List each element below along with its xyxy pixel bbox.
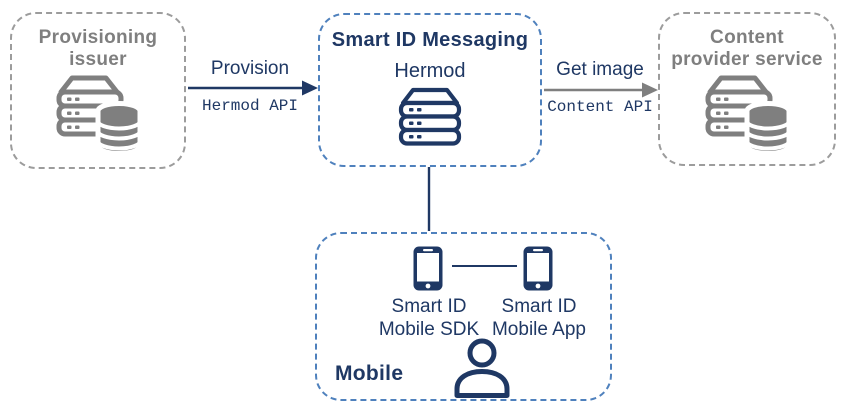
node-provisioning-issuer: Provisioning issuer: [10, 12, 186, 169]
mobile-sdk-phone-icon: [413, 246, 443, 291]
provision-edge-label: Provision: [210, 58, 290, 79]
content-api-label: Content API: [547, 98, 653, 116]
mobile-box-title: Mobile: [335, 362, 404, 385]
provision-arrow: [188, 80, 318, 96]
hermod-api-label: Hermod API: [201, 97, 298, 115]
node-title: Provisioning issuer: [38, 27, 158, 70]
user-icon: [454, 338, 510, 398]
smart-id-mobile-sdk-label: Smart ID Mobile SDK: [378, 296, 480, 340]
get-image-edge-label: Get image: [556, 59, 644, 80]
node-mobile: Smart ID Mobile SDK Smart ID Mobile App …: [315, 232, 612, 401]
server-database-icon: [705, 75, 792, 156]
arrowhead-right-icon: [642, 82, 658, 98]
mobile-app-phone-icon: [523, 246, 553, 291]
node-smart-id-messaging: Smart ID Messaging Hermod: [318, 13, 542, 167]
database-cylinder: [744, 101, 792, 156]
node-title: Smart ID Messaging: [331, 29, 529, 51]
arrowhead-right-icon: [302, 80, 318, 96]
server-icon: [398, 87, 462, 146]
database-cylinder: [95, 101, 143, 156]
server-database-icon: [56, 75, 143, 156]
node-subtitle: Hermod: [394, 60, 466, 82]
get-image-arrow: [544, 82, 658, 98]
smart-id-mobile-app-label: Smart ID Mobile App: [491, 296, 586, 340]
node-content-provider-service: Content provider service: [658, 12, 836, 166]
node-title: Content provider service: [671, 27, 823, 70]
